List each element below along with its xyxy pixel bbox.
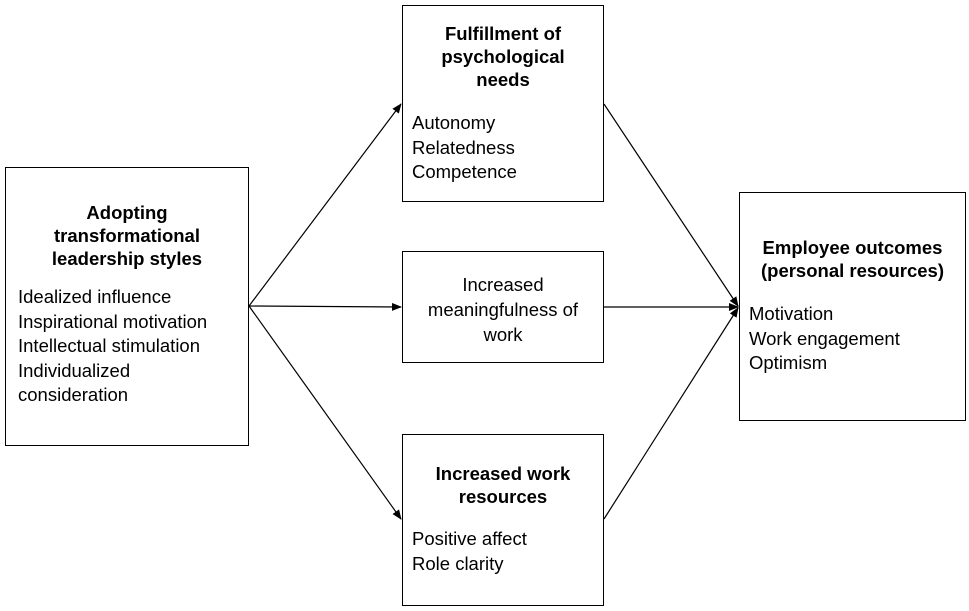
list-item: Competence [412, 161, 517, 182]
list-item: Inspirational motivation [18, 310, 208, 332]
list-item: Intellectual stimulation [18, 335, 201, 356]
arrow-left-to-middle [248, 302, 402, 311]
list-item: Relatedness [412, 136, 515, 158]
title-line: transformational [54, 225, 200, 246]
work-resources-box: Increased work resources Positive affect… [402, 434, 604, 606]
employee-outcomes-list: Motivation Work engagement Optimism [748, 302, 957, 376]
title-line: (personal resources) [760, 260, 944, 281]
list-item: Optimism [749, 352, 828, 373]
list-item: Individualized [18, 359, 131, 381]
title-line: needs [476, 69, 530, 90]
list-item: Role clarity [412, 552, 504, 574]
list-item: Work engagement [749, 327, 900, 349]
work-resources-title: Increased work resources [411, 462, 595, 508]
list-item: Positive affect [412, 528, 527, 549]
text-line: Increased [462, 274, 544, 295]
psychological-needs-box: Fulfillment of psychological needs Auton… [402, 5, 604, 202]
meaningfulness-box: Increased meaningfulness of work [402, 251, 604, 363]
employee-outcomes-box: Employee outcomes (personal resources) M… [739, 192, 966, 421]
list-item: Motivation [749, 303, 834, 324]
title-line: Fulfillment of [444, 23, 562, 44]
title-line: leadership styles [51, 248, 203, 269]
leadership-styles-title: Adopting transformational leadership sty… [14, 201, 240, 270]
leadership-styles-box: Adopting transformational leadership sty… [5, 167, 249, 446]
employee-outcomes-title: Employee outcomes (personal resources) [748, 236, 957, 282]
title-line: Increased work [435, 463, 571, 484]
title-line: psychological [441, 46, 565, 67]
title-line: Adopting [86, 202, 168, 223]
work-resources-list: Positive affect Role clarity [411, 527, 595, 576]
arrow-left-to-bottom [248, 305, 402, 520]
text-line: work [483, 324, 523, 345]
arrow-top-to-right [603, 103, 739, 307]
arrow-bottom-to-right [603, 307, 739, 520]
list-item: Idealized influence [18, 286, 172, 307]
title-line: Employee outcomes [762, 237, 943, 258]
list-item: consideration [18, 384, 129, 405]
arrow-left-to-top [248, 103, 402, 307]
list-item: Autonomy [412, 112, 496, 133]
title-line: resources [458, 486, 548, 507]
leadership-styles-list: Idealized influence Inspirational motiva… [14, 285, 240, 408]
psychological-needs-list: Autonomy Relatedness Competence [411, 111, 595, 185]
psychological-needs-title: Fulfillment of psychological needs [411, 22, 595, 91]
text-line: meaningfulness of [427, 299, 579, 320]
meaningfulness-text: Increased meaningfulness of work [411, 272, 595, 347]
